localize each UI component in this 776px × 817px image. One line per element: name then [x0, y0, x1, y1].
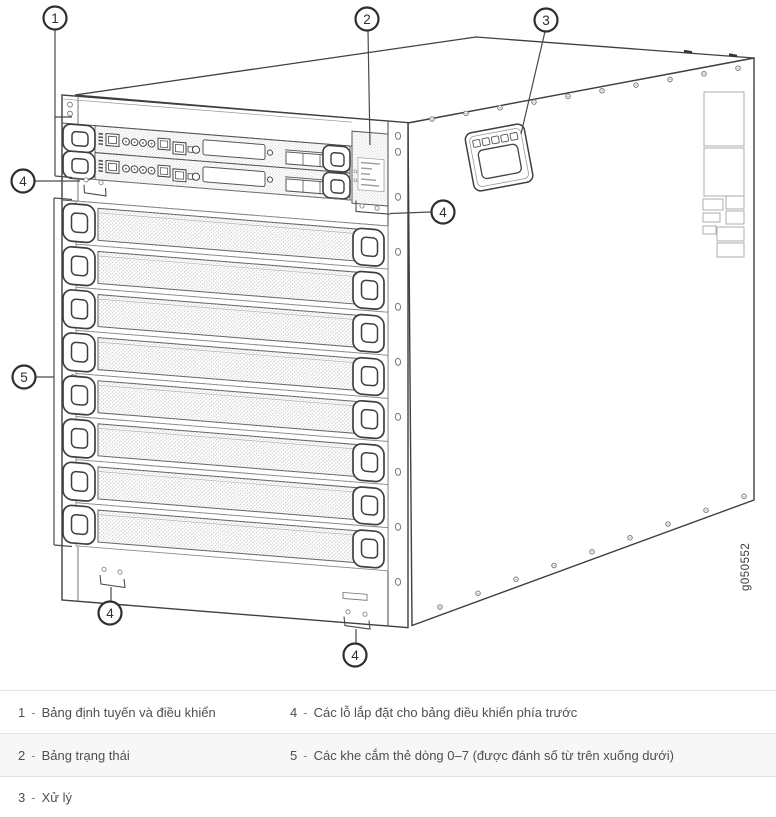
callout-4-right: 4	[430, 199, 456, 225]
side-label-plates	[702, 91, 745, 258]
callout-2: 2	[354, 6, 380, 32]
callout-4-bottom-center: 4	[342, 642, 368, 668]
callout-4-bottom-left: 4	[97, 600, 123, 626]
legend-separator: -	[31, 704, 36, 720]
legend-item-3: 3 - Xử lý	[18, 790, 72, 805]
legend-item-number: 5	[290, 747, 298, 763]
legend-item-number: 2	[18, 747, 26, 763]
legend-item-text: Bảng trạng thái	[41, 747, 130, 763]
legend-item-2: 2 - Bảng trạng thái	[18, 748, 130, 763]
legend-item-text: Bảng định tuyến và điều khiển	[41, 704, 216, 720]
legend-item-number: 4	[290, 704, 298, 720]
legend-item-5: 5 - Các khe cắm thẻ dòng 0–7 (được đánh …	[290, 748, 674, 763]
status-panel	[351, 130, 389, 207]
legend-separator: -	[303, 747, 308, 763]
svg-text:5: 5	[20, 370, 28, 385]
svg-text:4: 4	[106, 606, 114, 621]
chassis-front-face	[61, 94, 409, 630]
front-bottom-band	[99, 566, 371, 630]
legend-item-number: 3	[18, 789, 26, 805]
chassis-side-face: g050552	[407, 57, 755, 627]
chassis-diagram: g050552	[10, 5, 755, 668]
svg-text:4: 4	[351, 648, 359, 663]
legend-item-text: Xử lý	[41, 789, 72, 805]
callout-4-left: 4	[10, 168, 36, 194]
legend-separator: -	[31, 747, 36, 763]
legend-separator: -	[31, 789, 36, 805]
figure-id-label: g050552	[740, 543, 752, 591]
svg-text:1: 1	[51, 11, 59, 26]
side-handle	[464, 123, 534, 192]
svg-text:2: 2	[363, 12, 371, 27]
callout-1: 1	[42, 5, 68, 31]
legend-item-4: 4 - Các lỗ lắp đặt cho bảng điều khiển p…	[290, 705, 577, 720]
legend-separator: -	[303, 704, 308, 720]
legend-row-1: 1 - Bảng định tuyến và điều khiển 4 - Cá…	[0, 691, 776, 733]
legend-item-1: 1 - Bảng định tuyến và điều khiển	[18, 705, 216, 720]
legend-item-number: 1	[18, 704, 26, 720]
legend-row-3: 3 - Xử lý	[0, 777, 776, 817]
legend-item-text: Các lỗ lắp đặt cho bảng điều khiển phía …	[313, 704, 578, 720]
callouts: 1 2 3 4 4 4 4 5	[10, 5, 559, 668]
callout-5: 5	[11, 364, 37, 390]
svg-text:3: 3	[542, 13, 550, 28]
legend-table: 1 - Bảng định tuyến và điều khiển 4 - Cá…	[0, 690, 776, 817]
legend-item-text: Các khe cắm thẻ dòng 0–7 (được đánh số t…	[313, 747, 674, 763]
callout-leaders	[34, 30, 546, 644]
legend-row-2: 2 - Bảng trạng thái 5 - Các khe cắm thẻ …	[0, 733, 776, 777]
callout-3: 3	[533, 7, 559, 33]
svg-text:4: 4	[439, 205, 447, 220]
svg-text:4: 4	[19, 174, 27, 189]
